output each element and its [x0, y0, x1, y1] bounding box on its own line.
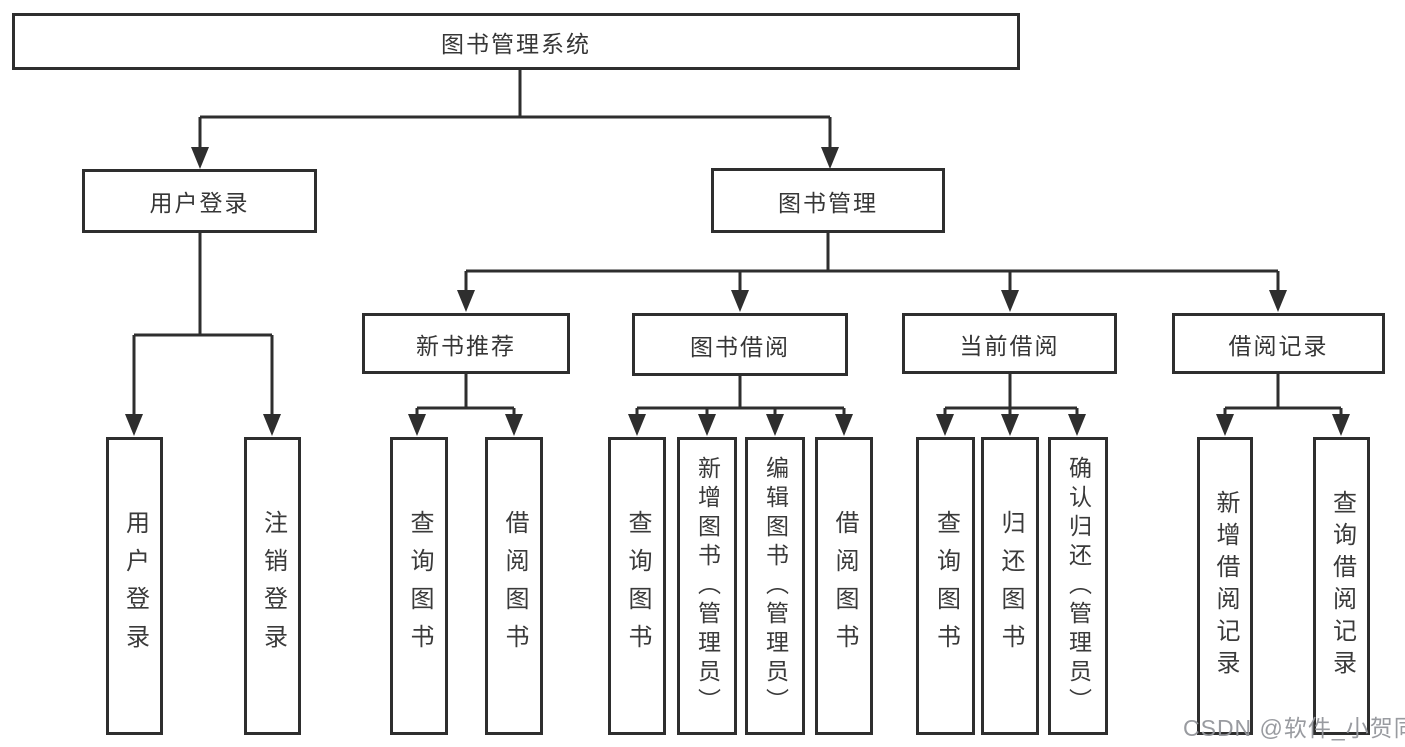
node-query-books-current: 查询图书: [916, 437, 975, 735]
node-edit-books-admin: 编辑图书（管理员）: [745, 437, 805, 735]
leaf-label: 归还图书: [997, 510, 1024, 662]
leaf-label: 查询图书: [406, 510, 433, 662]
node-book-borrowing: 图书借阅: [632, 313, 848, 376]
leaf-label: 查询图书: [624, 510, 651, 662]
submodule-label: 图书借阅: [690, 333, 790, 360]
leaf-label: 借阅图书: [501, 510, 528, 662]
leaf-label: 查询借阅记录: [1328, 490, 1356, 682]
node-add-books-admin: 新增图书（管理员）: [677, 437, 737, 735]
node-confirm-return-admin: 确认归还（管理员）: [1048, 437, 1108, 735]
submodule-label: 新书推荐: [416, 332, 516, 359]
node-current-borrowing: 当前借阅: [902, 313, 1117, 374]
leaf-label: 编辑图书（管理员）: [762, 455, 789, 717]
leaf-label: 新增借阅记录: [1212, 490, 1239, 682]
leaf-label: 注销登录: [259, 510, 287, 662]
submodule-label: 借阅记录: [1228, 332, 1329, 359]
node-query-books-recommend: 查询图书: [390, 437, 448, 735]
csdn-watermark: CSDN @软件_小贺同学: [1183, 715, 1405, 741]
node-query-borrow-record: 查询借阅记录: [1313, 437, 1370, 735]
leaf-label: 确认归还（管理员）: [1065, 455, 1092, 717]
node-borrow-books: 借阅图书: [815, 437, 873, 735]
node-new-book-recommendation: 新书推荐: [362, 313, 570, 374]
node-add-borrow-record: 新增借阅记录: [1197, 437, 1253, 735]
node-borrow-books-recommend: 借阅图书: [485, 437, 543, 735]
node-logout: 注销登录: [244, 437, 301, 735]
node-borrowing-records: 借阅记录: [1172, 313, 1385, 374]
leaf-label: 用户登录: [121, 510, 149, 662]
leaf-label: 新增图书（管理员）: [694, 455, 721, 717]
leaf-label: 查询图书: [932, 510, 960, 662]
node-query-books-borrowing: 查询图书: [608, 437, 666, 735]
module-label: 用户登录: [149, 190, 250, 216]
node-library-management-system: 图书管理系统: [12, 13, 1020, 70]
leaf-label: 借阅图书: [831, 510, 858, 662]
root-title: 图书管理系统: [441, 30, 591, 57]
submodule-label: 当前借阅: [959, 332, 1060, 359]
node-book-management-module: 图书管理: [711, 168, 945, 233]
node-return-books: 归还图书: [981, 437, 1039, 735]
node-user-login-module: 用户登录: [82, 169, 317, 233]
module-label: 图书管理: [778, 189, 878, 216]
node-user-login: 用户登录: [106, 437, 163, 735]
